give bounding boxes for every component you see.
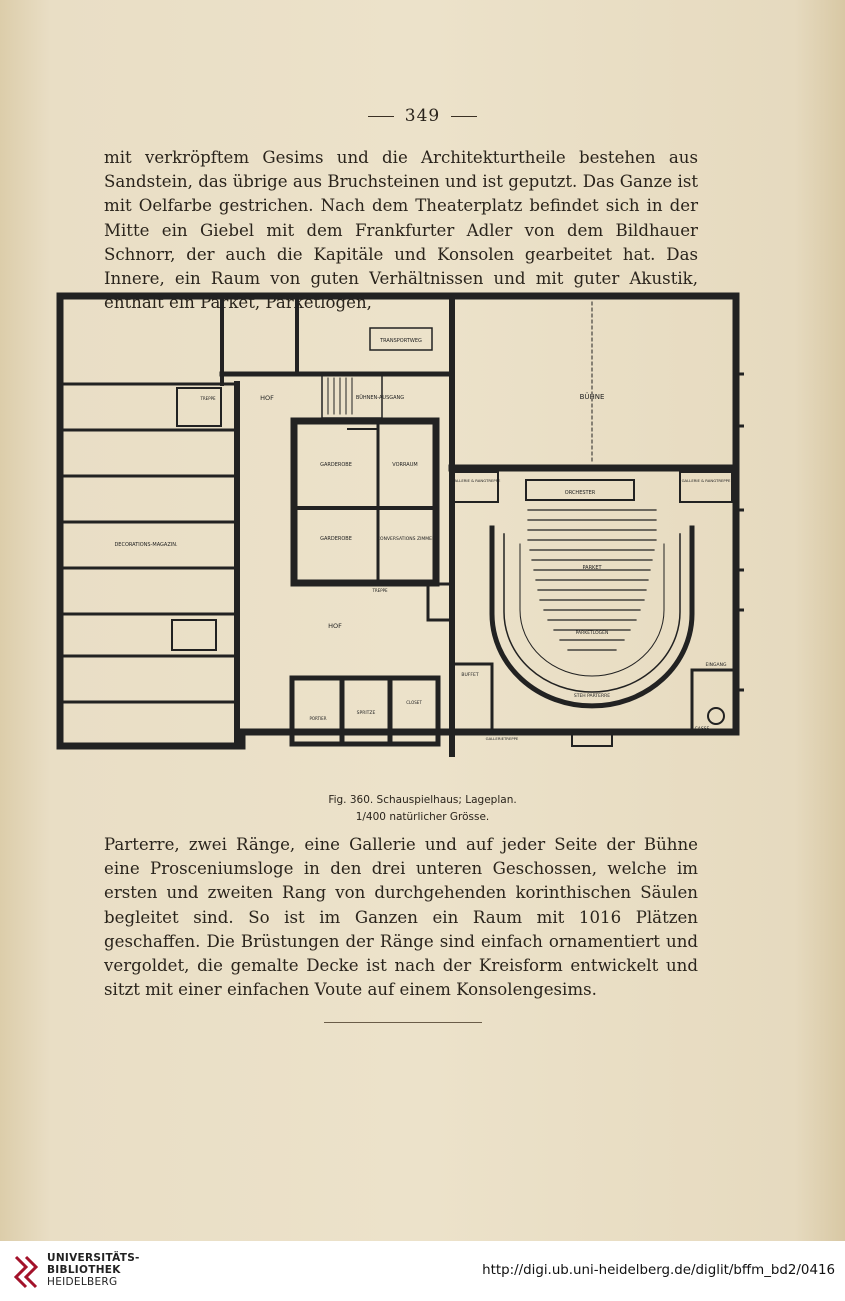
label-portier: PORTIER [310,716,327,721]
caption-title: Fig. 360. Schauspielhaus; Lageplan. [328,794,517,806]
page-number: 349 [404,106,441,126]
label-garderobe-1: GARDEROBE [320,462,352,468]
label-hof-bottom: HOF [328,622,342,630]
label-gallerie-treppe: GALLERIETREPPE [486,736,519,741]
label-parketlogen: PARKETLOGEN [576,630,609,636]
ornament-left [368,116,395,117]
label-closet: CLOSET [406,700,422,705]
label-buehne: BÜHNE [580,392,605,401]
label-buffet: BUFFET [461,672,478,678]
label-spritze: SPRITZE [357,710,376,716]
label-conversations-zimmer: CONVERSATIONS ZIMMER [377,536,435,542]
label-casse: CASSE [695,726,710,732]
library-logo-icon [13,1255,39,1289]
label-treppe-2: TREPPE [371,588,388,593]
label-buehnen-ausgang: BÜHNEN-AUSGANG [356,394,404,401]
library-name: UNIVERSITÄTS- BIBLIOTHEK HEIDELBERG [47,1252,140,1288]
label-decorations-magazin: DECORATIONS-MAGAZIN. [114,542,178,548]
caption-scale: 1/400 natürlicher Grösse. [355,811,490,823]
figure-caption: Fig. 360. Schauspielhaus; Lageplan. 1/40… [0,792,845,826]
label-eingang: EINGANG [706,662,727,668]
page-number-header: 349 [0,106,845,126]
paragraph-2: Parterre, zwei Ränge, eine Gallerie und … [104,835,698,1000]
label-garderobe-2: GARDEROBE [320,536,352,542]
label-treppe: TREPPE [199,396,216,401]
label-steh-parterre: STEH PARTERRE [574,693,610,699]
label-gallerie-left: GALLERIE & RANGTREPPE [452,478,501,483]
library-footer: UNIVERSITÄTS- BIBLIOTHEK HEIDELBERG http… [0,1241,845,1301]
paragraph-1: mit verkröpftem Gesims und die Architekt… [104,148,698,313]
library-name-line-3: HEIDELBERG [47,1276,118,1288]
library-name-line-2: BIBLIOTHEK [47,1264,121,1276]
floor-plan: TRANSPORTWEG BÜHNE HOF BÜHNEN-AUSGANG TR… [56,292,744,757]
book-page: 349 mit verkröpftem Gesims und die Archi… [0,0,845,1241]
label-orchester: ORCHESTER [565,490,596,496]
label-vorraum: VORRAUM [392,462,417,468]
label-gallerie-right: GALLERIE & RANGTREPPE [682,478,731,483]
label-transportweg: TRANSPORTWEG [379,338,422,344]
source-url-link[interactable]: http://digi.ub.uni-heidelberg.de/diglit/… [482,1263,835,1278]
library-name-line-1: UNIVERSITÄTS- [47,1252,140,1264]
end-rule [324,1022,482,1023]
label-parket: PARKET [582,565,602,571]
ornament-right [450,116,477,117]
label-hof-top: HOF [260,394,274,402]
